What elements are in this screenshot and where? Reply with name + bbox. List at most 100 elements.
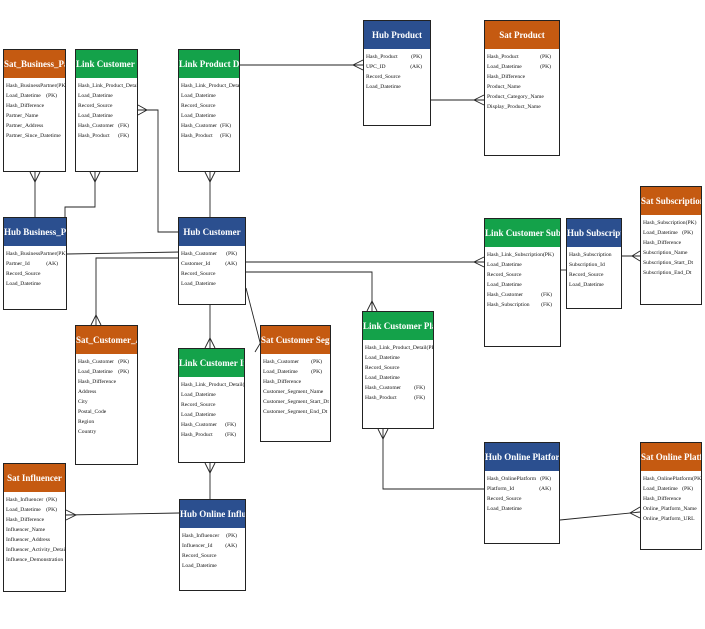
attribute-name: Load_Datetime xyxy=(643,230,678,236)
attribute-name: Hash_Customer xyxy=(487,292,524,298)
sat-business-partner-table[interactable]: Sat_Business_Partner Hash_BusinessPartne… xyxy=(3,49,66,172)
entity-title: Link Customer Subscription xyxy=(485,219,560,247)
attribute-row: Hash_Subscription(FK) xyxy=(487,300,558,310)
attribute-name: Hash_Link_Product_Detail xyxy=(78,83,138,89)
attribute-name: Hash_Customer xyxy=(365,385,402,391)
attribute-key: (PK) xyxy=(540,476,551,482)
attribute-row: Hash_Customer(FK) xyxy=(487,290,558,300)
attribute-name: Product_Name xyxy=(487,84,521,90)
attribute-key: (FK) xyxy=(225,432,236,438)
entity-title: Sat_Customer_Address xyxy=(76,326,137,354)
link-customer-platform-table[interactable]: Link Customer Platform Hash_Link_Product… xyxy=(362,311,434,429)
attribute-key: (PK) xyxy=(46,497,57,503)
attribute-name: Hash_Difference xyxy=(643,240,682,246)
attribute-key xyxy=(57,121,63,131)
attribute-name: Load_Datetime xyxy=(6,93,41,99)
attribute-name: Hash_Subscription xyxy=(569,252,612,258)
attribute-name: Hash_Customer xyxy=(181,251,218,257)
attribute-key: (PK) xyxy=(682,230,693,236)
attribute-row: Influencer_Address xyxy=(6,535,63,545)
sat-subscription-detail-table[interactable]: Sat Subscription Detail Hash_Subscriptio… xyxy=(640,186,702,305)
attribute-list: Hash_Link_Product_Detail(PK)Load_Datetim… xyxy=(179,78,239,143)
attribute-row: Subscription_Id xyxy=(569,260,619,270)
attribute-name: Hash_Subscription xyxy=(643,220,686,226)
attribute-row: Hash_Difference xyxy=(487,72,557,82)
attribute-name: Hash_Influencer xyxy=(6,497,44,503)
attribute-name: Hash_Link_Product_Detail xyxy=(181,382,243,388)
attribute-list: Hash_BusinessPartner(PK)Partner_Id(AK)Re… xyxy=(4,246,66,291)
attribute-key xyxy=(237,551,243,561)
attribute-name: Hash_Product xyxy=(366,54,398,60)
attribute-key xyxy=(613,270,619,280)
attribute-name: Hash_Difference xyxy=(487,74,526,80)
edge-crowfoot xyxy=(89,171,101,184)
edge-hub-customer-link-platform xyxy=(246,271,373,311)
entity-title: Sat_Business_Partner xyxy=(4,50,65,78)
attribute-row: Partner_Since_Datetime xyxy=(6,131,63,141)
attribute-name: Hash_Influencer xyxy=(182,533,220,539)
attribute-row: Hash_BusinessPartner(PK) xyxy=(6,249,66,259)
hub-subscription-table[interactable]: Hub Subscription Hash_SubscriptionSubscr… xyxy=(566,218,622,309)
hub-business-partner-table[interactable]: Hub Business_Partner Hash_BusinessPartne… xyxy=(3,217,67,310)
hub-online-platform-table[interactable]: Hub Online Platform Hash_OnlinePlatform(… xyxy=(484,442,560,544)
attribute-key xyxy=(693,238,699,248)
hub-customer-table[interactable]: Hub Customer Hash_Customer(PK)Customer_I… xyxy=(178,217,246,305)
attribute-name: Influencer_Name xyxy=(6,527,46,533)
sat-customer-segment-table[interactable]: Sat Customer Segment Hash_Customer(PK)Lo… xyxy=(260,325,331,442)
attribute-key xyxy=(552,280,558,290)
attribute-key xyxy=(57,111,63,121)
hub-product-table[interactable]: Hub Product Hash_Product(PK)UPC_ID(AK)Re… xyxy=(363,20,431,126)
attribute-name: Hash_Product xyxy=(78,133,110,139)
link-product-detail-table[interactable]: Link Product Detail Hash_Link_Product_De… xyxy=(178,49,240,172)
attribute-key xyxy=(129,387,135,397)
attribute-row: Load_Datetime xyxy=(487,260,558,270)
sat-product-table[interactable]: Sat Product Hash_Product(PK)Load_Datetim… xyxy=(484,20,560,156)
attribute-row: Hash_BusinessPartner(PK) xyxy=(6,81,65,91)
attribute-list: Hash_Link_Product_Detail(PK)Load_Datetim… xyxy=(179,377,244,442)
attribute-row: Partner_Address xyxy=(6,121,63,131)
attribute-name: Subscription_End_Dt xyxy=(643,270,692,276)
attribute-name: Hash_Link_Subscription xyxy=(487,252,543,258)
attribute-name: Hash_Customer xyxy=(181,123,218,129)
attribute-row: Customer_Segment_Start_Dt xyxy=(263,397,329,407)
attribute-key xyxy=(425,363,431,373)
attribute-name: Partner_Name xyxy=(6,113,39,119)
sat-influencer-table[interactable]: Sat Influencer Hash_Influencer(PK)Load_D… xyxy=(3,463,66,592)
attribute-key xyxy=(323,387,329,397)
attribute-name: Load_Datetime xyxy=(365,355,400,361)
attribute-key: (PK) xyxy=(426,345,433,351)
link-customer-influencer-table[interactable]: Link Customer Influencer Hash_Link_Produ… xyxy=(178,348,245,463)
hub-online-influencer-table[interactable]: Hub Online Influencer Hash_Influencer(PK… xyxy=(179,499,246,591)
sat-customer-address-table[interactable]: Sat_Customer_Address Hash_Customer(PK)Lo… xyxy=(75,325,138,465)
attribute-key: (PK) xyxy=(542,252,554,258)
attribute-row: Partner_Id(AK) xyxy=(6,259,64,269)
attribute-row: Subscription_Name xyxy=(643,248,699,258)
attribute-name: Hash_Customer xyxy=(78,123,115,129)
attribute-row: Load_Datetime(PK) xyxy=(643,484,699,494)
attribute-row: Influencer_Name xyxy=(6,525,63,535)
attribute-key: (AK) xyxy=(46,261,58,267)
attribute-row: Online_Platform_URL xyxy=(643,514,699,524)
attribute-name: Load_Datetime xyxy=(6,281,41,287)
attribute-key xyxy=(57,101,63,111)
attribute-name: Record_Source xyxy=(181,103,216,109)
sat-online-platform-table[interactable]: Sat Online Platform Hash_OnlinePlatform(… xyxy=(640,442,702,550)
attribute-key xyxy=(57,525,63,535)
attribute-row: Subscription_End_Dt xyxy=(643,268,699,278)
attribute-key: (PK) xyxy=(118,359,129,365)
entity-title: Hub Customer xyxy=(179,218,245,246)
edge-crowfoot xyxy=(472,94,485,106)
attribute-row: Hash_Difference xyxy=(6,101,63,111)
entity-title: Link Product Detail xyxy=(179,50,239,78)
attribute-name: Load_Datetime xyxy=(487,506,522,512)
attribute-row: Hash_Difference xyxy=(78,377,135,387)
attribute-key xyxy=(237,561,243,571)
attribute-key xyxy=(551,92,557,102)
edge-hub-customer-sat-address xyxy=(95,257,180,325)
link-customer-partner-table[interactable]: Link Customer Partner Hash_Link_Product_… xyxy=(75,49,138,172)
link-customer-subscription-table[interactable]: Link Customer Subscription Hash_Link_Sub… xyxy=(484,218,561,347)
attribute-row: Hash_Subscription xyxy=(569,250,619,260)
attribute-row: Hash_Subscription(PK) xyxy=(643,218,699,228)
